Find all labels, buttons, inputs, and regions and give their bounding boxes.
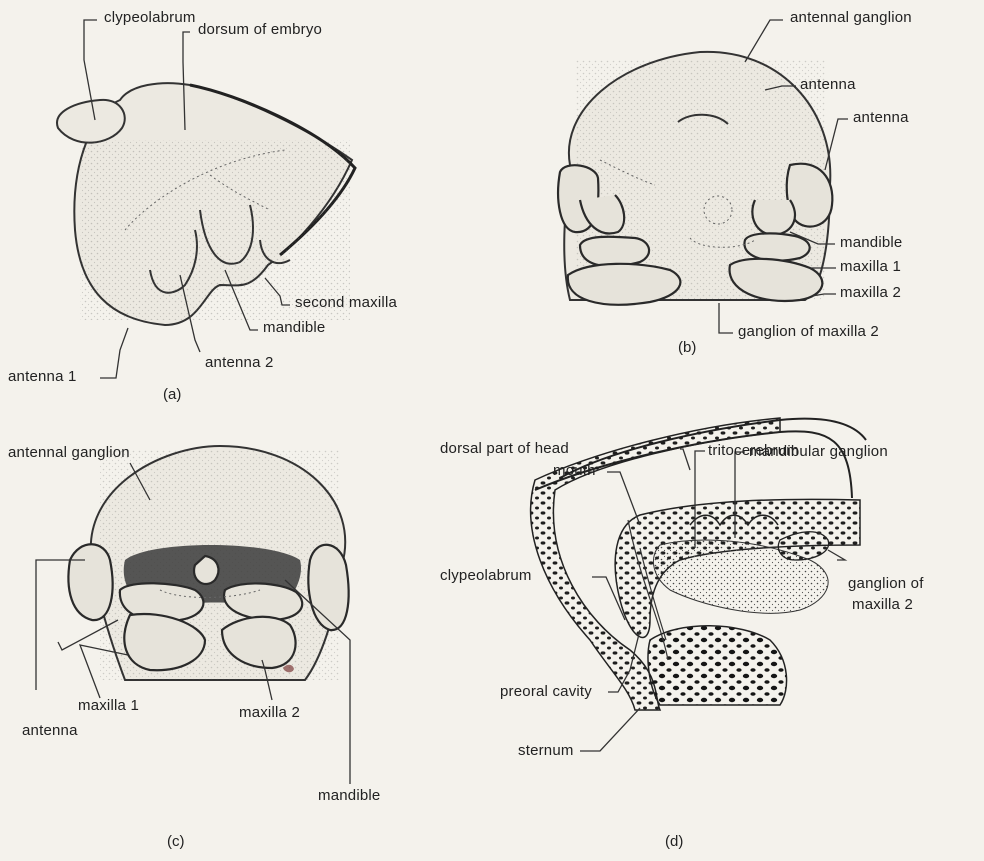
label-clypeolabrum-a: clypeolabrum — [104, 10, 196, 25]
label-dorsum-of-embryo: dorsum of embryo — [198, 22, 322, 37]
label-antenna-c: antenna — [22, 723, 78, 738]
label-mandible-c: mandible — [318, 788, 380, 803]
label-dorsal-part-of-head: dorsal part of head — [440, 441, 569, 456]
label-maxilla-1-c: maxilla 1 — [78, 698, 139, 713]
label-antenna-b-top: antenna — [800, 77, 856, 92]
label-maxilla-2-d: maxilla 2 — [852, 597, 913, 612]
panel-b-drawing — [558, 52, 832, 305]
label-mandible-b: mandible — [840, 235, 902, 250]
label-antenna-1: antenna 1 — [8, 369, 77, 384]
label-antenna-2: antenna 2 — [205, 355, 274, 370]
label-mandibular-ganglion: mandibular ganglion — [749, 444, 888, 459]
caption-b: (b) — [678, 340, 696, 355]
panel-c-drawing — [68, 446, 348, 680]
label-antennal-ganglion-c: antennal ganglion — [8, 445, 130, 460]
label-ganglion-of-maxilla-2-b: ganglion of maxilla 2 — [738, 324, 879, 339]
label-sternum: sternum — [518, 743, 574, 758]
label-clypeolabrum-d: clypeolabrum — [440, 568, 532, 583]
label-antennal-ganglion-b: antennal ganglion — [790, 10, 912, 25]
caption-d: (d) — [665, 834, 683, 849]
label-second-maxilla: second maxilla — [295, 295, 397, 310]
label-maxilla-2-c: maxilla 2 — [239, 705, 300, 720]
label-maxilla-2-b: maxilla 2 — [840, 285, 901, 300]
label-preoral-cavity: preoral cavity — [500, 684, 592, 699]
panel-a-drawing — [57, 83, 355, 325]
caption-c: (c) — [167, 834, 185, 849]
caption-a: (a) — [163, 387, 181, 402]
label-maxilla-1-b: maxilla 1 — [840, 259, 901, 274]
label-ganglion-of: ganglion of — [848, 576, 924, 591]
label-mandible-a: mandible — [263, 320, 325, 335]
label-antenna-b-mid: antenna — [853, 110, 909, 125]
label-mouth: mouth — [553, 463, 596, 478]
